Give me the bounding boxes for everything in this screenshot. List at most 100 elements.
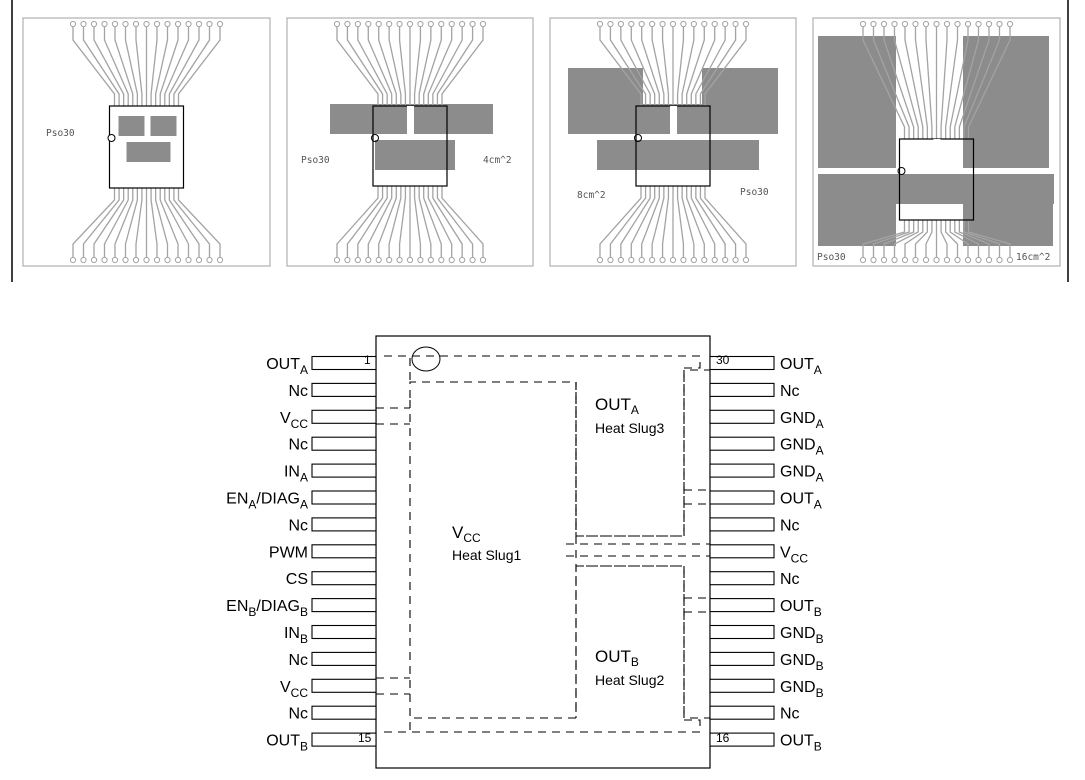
exposed-pad <box>150 116 177 136</box>
heat-slug3-outline <box>575 369 710 537</box>
pcb-frame <box>11 0 1069 282</box>
pin-number-15: 15 <box>358 731 372 745</box>
pin1-marker <box>411 346 441 372</box>
pin-label-right-22: Nc <box>780 571 800 588</box>
pin-lead <box>709 463 775 478</box>
pin-lead <box>709 624 775 640</box>
pin-lead <box>311 571 377 586</box>
left-pin-column: OUTANcVCCNcINAENA/DIAGANcPWMCSENB/DIAGBI… <box>226 355 377 754</box>
pin-lead <box>311 544 377 559</box>
heat-slug1-label: Heat Slug1 <box>452 547 521 563</box>
pin-number-16: 16 <box>716 731 730 745</box>
pin-label-right-26: GNDA <box>780 464 824 485</box>
pin-label-right-19: GNDB <box>780 652 824 673</box>
copper-area <box>818 36 870 66</box>
trace-fanout <box>69 20 224 264</box>
pin-label-right-16: OUTB <box>780 733 822 754</box>
heat-slug1-signal: VCC <box>452 523 481 545</box>
pin-number-30: 30 <box>716 353 730 367</box>
pin-label-right-24: Nc <box>780 517 800 534</box>
pin-label-right-30: OUTA <box>780 356 822 377</box>
pin-lead <box>311 598 377 613</box>
pin-label-left-3: VCC <box>280 410 308 431</box>
copper-area-label: 4cm^2 <box>483 155 512 166</box>
pin-label-right-21: OUTB <box>780 598 822 619</box>
pcb-panel-1: Pso30 <box>22 17 271 267</box>
pin-lead <box>709 705 775 720</box>
pin-label-right-27: GNDA <box>780 437 824 458</box>
pin-lead <box>311 624 377 640</box>
pin-lead <box>709 517 775 532</box>
pin-lead <box>311 355 377 371</box>
pin-lead <box>709 355 775 371</box>
heat-slug2-outline <box>576 565 710 719</box>
pin-lead <box>709 678 775 693</box>
pin-label-left-6: ENA/DIAGA <box>226 491 308 512</box>
pin-label-left-15: OUTB <box>266 733 308 754</box>
pin-label-right-17: Nc <box>780 706 800 723</box>
pin-number-1: 1 <box>364 353 371 367</box>
pin-label-left-1: OUTA <box>266 356 308 377</box>
pin-lead <box>311 517 377 532</box>
package-label: Pso30 <box>817 252 846 263</box>
pin-label-right-29: Nc <box>780 383 800 400</box>
package-label: Pso30 <box>740 187 769 198</box>
trace-fanout <box>596 20 750 264</box>
pin-label-left-2: Nc <box>288 383 308 400</box>
copper-gap <box>933 139 941 171</box>
pin-lead <box>311 463 377 478</box>
pin-lead <box>709 382 775 397</box>
pin-label-left-4: Nc <box>288 437 308 454</box>
copper-gap <box>670 106 677 138</box>
trace-fanout <box>333 20 487 264</box>
pin-label-left-12: Nc <box>288 652 308 669</box>
heat-slug1-lead-top <box>384 355 411 382</box>
pin-lead <box>311 382 377 397</box>
pin-lead <box>311 732 377 747</box>
pin-label-left-10: ENB/DIAGB <box>226 598 308 619</box>
copper-area <box>375 140 455 170</box>
pin-lead <box>311 436 377 451</box>
heat-slug2-label: Heat Slug2 <box>595 672 664 688</box>
package-body <box>375 335 711 769</box>
pin-label-left-7: Nc <box>288 517 308 534</box>
copper-area <box>818 174 896 246</box>
copper-area <box>963 36 1049 168</box>
pin-lead <box>709 598 775 613</box>
pinout-diagram: OUTANcVCCNcINAENA/DIAGANcPWMCSENB/DIAGBI… <box>226 335 824 769</box>
heat-slug3-signal: OUTA <box>595 395 639 417</box>
pcb-panel-3: Pso30 8cm^2 <box>549 17 797 267</box>
heat-slug1-outline <box>409 381 577 719</box>
pin-label-left-14: Nc <box>288 706 308 723</box>
copper-area <box>702 68 778 134</box>
copper-area-label: 8cm^2 <box>577 190 606 201</box>
pin-lead <box>311 651 377 666</box>
copper-area-label: 16cm^2 <box>1016 252 1050 263</box>
heat-slug-outlines <box>376 355 710 733</box>
pin-label-left-9: CS <box>286 571 308 588</box>
pin-label-right-25: OUTA <box>780 491 822 512</box>
pin-lead <box>709 436 775 451</box>
heat-slug3-label: Heat Slug3 <box>595 420 664 436</box>
pin-label-left-13: VCC <box>280 679 308 700</box>
pcb-panel-4: Pso30 16cm^2 <box>812 17 1061 267</box>
heat-slug2-signal: OUTB <box>595 647 639 669</box>
pin-lead <box>311 705 377 720</box>
pin-label-left-11: INB <box>284 625 308 646</box>
pin-label-right-18: GNDB <box>780 679 824 700</box>
pin-label-left-8: PWM <box>269 544 308 561</box>
copper-gap <box>407 106 414 138</box>
copper-area <box>963 174 1053 246</box>
pin-label-left-5: INA <box>284 464 308 485</box>
package-label: Pso30 <box>46 128 75 139</box>
pin-lead <box>311 490 377 505</box>
pin-label-right-28: GNDA <box>780 410 824 431</box>
pin-label-right-20: GNDB <box>780 625 824 646</box>
exposed-pad <box>126 142 171 162</box>
exposed-pad <box>118 116 145 136</box>
pin-lead <box>709 571 775 586</box>
pin-lead <box>709 732 775 747</box>
pin-lead <box>311 678 377 693</box>
